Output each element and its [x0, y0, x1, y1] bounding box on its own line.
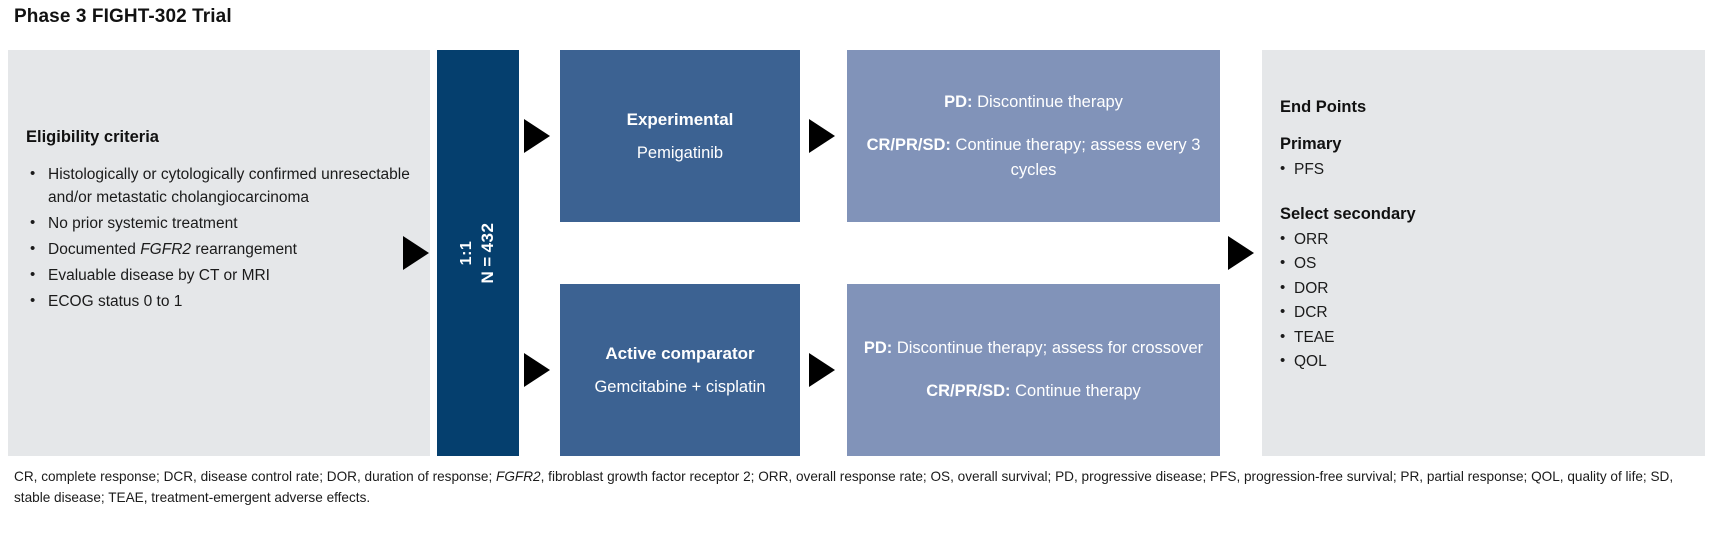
outcome-text: Continue therapy; assess every 3 cycles	[950, 135, 1201, 179]
list-item: ECOG status 0 to 1	[26, 289, 416, 313]
outcome-label: CR/PR/SD:	[866, 135, 951, 154]
arrow-right-icon	[809, 119, 835, 153]
comparator-outcome-box: PD: Discontinue therapy; assess for cros…	[847, 284, 1220, 456]
criterion-text-pre: ECOG status 0 to 1	[48, 293, 183, 310]
list-item: Documented FGFR2 rearrangement	[26, 237, 416, 261]
list-item: Histologically or cytologically confirme…	[26, 162, 416, 209]
outcome-line: CR/PR/SD: Continue therapy; assess every…	[855, 133, 1212, 183]
outcome-label: PD:	[863, 339, 893, 357]
experimental-arm-box: Experimental Pemigatinib	[560, 50, 800, 222]
footnote-part2: , fibroblast growth factor receptor 2; O…	[14, 469, 1674, 505]
list-item: DCR	[1280, 300, 1680, 326]
list-item: ORR	[1280, 227, 1680, 253]
eligibility-list: Histologically or cytologically confirme…	[26, 162, 416, 313]
endpoints-panel: End Points Primary PFS Select secondary …	[1262, 50, 1705, 456]
experimental-arm-title: Experimental	[626, 109, 734, 129]
list-item: QOL	[1280, 349, 1680, 375]
list-item: OS	[1280, 251, 1680, 277]
outcome-line: PD: Discontinue therapy; assess for cros…	[864, 336, 1203, 361]
outcome-label: PD:	[944, 92, 973, 111]
criterion-text-pre: Histologically or cytologically confirme…	[48, 166, 410, 206]
arrow-right-icon	[524, 353, 550, 387]
enrollment-count: N = 432	[478, 222, 497, 284]
arrow-right-icon	[403, 236, 429, 270]
experimental-arm-drug: Pemigatinib	[636, 143, 724, 162]
outcome-text: Discontinue therapy; assess for crossove…	[892, 339, 1204, 357]
outcome-text: Continue therapy	[1010, 382, 1141, 400]
list-item: PFS	[1280, 157, 1680, 183]
criterion-text-pre: Evaluable disease by CT or MRI	[48, 267, 270, 284]
outcome-line: CR/PR/SD: Continue therapy	[926, 379, 1141, 404]
randomization-ratio: 1:1	[458, 240, 475, 266]
footnote-gene-fgfr2: FGFR2	[496, 469, 541, 484]
arrow-right-icon	[809, 353, 835, 387]
criterion-text-post: rearrangement	[191, 241, 297, 258]
arrow-right-icon	[1228, 236, 1254, 270]
page-title: Phase 3 FIGHT-302 Trial	[14, 6, 232, 27]
outcome-line: PD: Discontinue therapy	[944, 90, 1123, 115]
criterion-text-pre: Documented	[48, 241, 141, 258]
endpoints-heading: End Points	[1280, 98, 1367, 116]
secondary-endpoints-list: ORR OS DOR DCR TEAE QOL	[1280, 227, 1680, 375]
comparator-arm-title: Active comparator	[605, 343, 755, 363]
outcome-label: CR/PR/SD:	[926, 382, 1011, 400]
gene-name-fgfr2: FGFR2	[140, 241, 192, 258]
secondary-endpoints-label: Select secondary	[1280, 204, 1416, 223]
primary-endpoints-list: PFS	[1280, 157, 1680, 183]
abbreviations-footnote: CR, complete response; DCR, disease cont…	[14, 466, 1699, 508]
criterion-text-pre: No prior systemic treatment	[48, 215, 238, 232]
list-item: DOR	[1280, 276, 1680, 302]
list-item: TEAE	[1280, 325, 1680, 351]
eligibility-criteria-panel: Eligibility criteria Histologically or c…	[8, 50, 430, 456]
list-item: Evaluable disease by CT or MRI	[26, 263, 416, 287]
randomization-bar: N = 432 1:1	[437, 50, 519, 456]
footnote-part1: CR, complete response; DCR, disease cont…	[14, 469, 497, 484]
comparator-arm-drug: Gemcitabine + cisplatin	[594, 377, 766, 396]
arrow-right-icon	[524, 119, 550, 153]
outcome-text: Discontinue therapy	[972, 92, 1123, 111]
active-comparator-arm-box: Active comparator Gemcitabine + cisplati…	[560, 284, 800, 456]
eligibility-heading: Eligibility criteria	[26, 128, 159, 146]
experimental-outcome-box: PD: Discontinue therapy CR/PR/SD: Contin…	[847, 50, 1220, 222]
trial-design-diagram: Eligibility criteria Histologically or c…	[0, 50, 1710, 456]
list-item: No prior systemic treatment	[26, 211, 416, 235]
primary-endpoints-label: Primary	[1280, 135, 1342, 153]
